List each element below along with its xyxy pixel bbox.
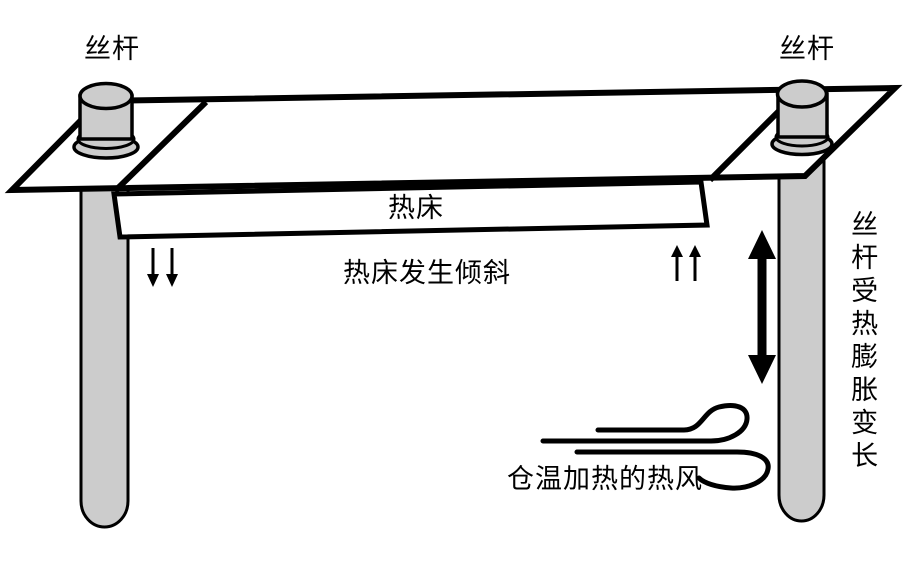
left-screw-column (79, 148, 130, 529)
expansion-double-arrow-icon (748, 230, 776, 384)
screw-expansion-label: 丝杆受热膨胀变长 (846, 210, 878, 474)
hot-air-flow-icon (540, 403, 771, 491)
bracket-edge-left (112, 99, 209, 194)
heated-bed-face (111, 179, 710, 240)
up-arrows-icon (671, 245, 701, 281)
right-screw-label: 丝杆 (779, 34, 835, 65)
right-screw-cap (770, 79, 834, 157)
right-screw-column (777, 146, 826, 523)
down-arrows-icon (147, 248, 178, 287)
hot-air-label: 仓温加热的热风 (507, 464, 703, 495)
bed-tilt-label: 热床发生倾斜 (343, 258, 511, 289)
gantry-plate (4, 84, 903, 194)
left-screw-label: 丝杆 (84, 34, 140, 65)
heated-bed-label: 热床 (388, 193, 444, 224)
left-screw-cap (72, 81, 140, 160)
